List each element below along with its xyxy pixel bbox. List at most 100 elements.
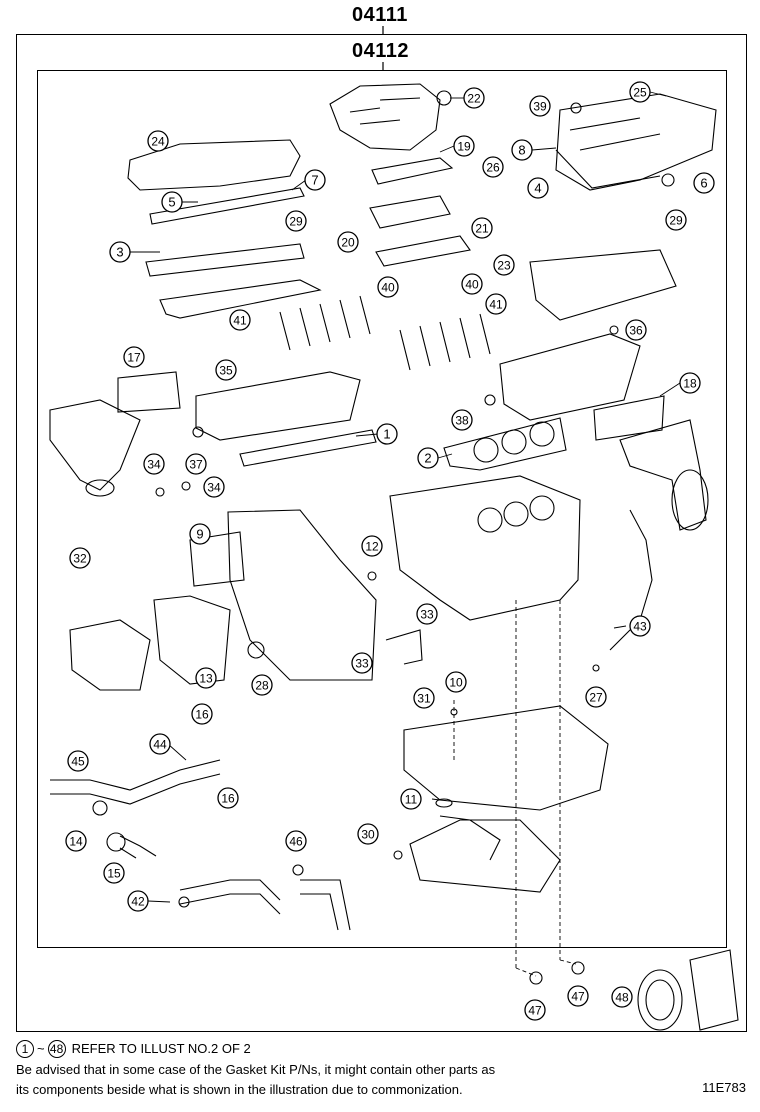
callout-11: 11	[400, 788, 422, 810]
outer-kit-code: 04111	[352, 4, 408, 26]
callout-12: 12	[361, 535, 383, 557]
callout-number: 1	[383, 427, 390, 442]
callout-circle	[149, 733, 171, 755]
ref-text: REFER TO ILLUST NO.2 OF 2	[71, 1041, 251, 1056]
callout-number: 33	[420, 608, 434, 622]
callout-number: 17	[127, 351, 141, 365]
callout-number: 37	[189, 458, 203, 472]
callout-27: 27	[585, 686, 607, 708]
callout-16: 16	[217, 787, 239, 809]
callout-41: 41	[485, 293, 507, 315]
callout-circle	[147, 130, 169, 152]
callout-circle	[413, 687, 435, 709]
callout-25: 25	[629, 81, 651, 103]
callout-circle	[629, 615, 651, 637]
callout-circle	[203, 476, 225, 498]
callout-number: 6	[700, 176, 707, 191]
callout-number: 7	[311, 173, 318, 188]
callout-36: 36	[625, 319, 647, 341]
callout-circle	[417, 447, 439, 469]
callout-16: 16	[191, 703, 213, 725]
callout-number: 14	[69, 835, 83, 849]
callout-circle	[529, 95, 551, 117]
callout-circle	[337, 231, 359, 253]
callout-number: 23	[497, 259, 511, 273]
callout-number: 3	[116, 245, 123, 260]
callout-circle	[461, 273, 483, 295]
callout-34: 34	[143, 453, 165, 475]
callout-circle	[585, 686, 607, 708]
callout-circle	[143, 453, 165, 475]
callout-number: 40	[465, 278, 479, 292]
callout-number: 40	[381, 281, 395, 295]
callout-circle	[511, 139, 533, 161]
callout-circle	[445, 671, 467, 693]
callout-circle	[493, 254, 515, 276]
callout-circle	[527, 177, 549, 199]
callout-circle	[103, 862, 125, 884]
part-outlines	[49, 83, 739, 1031]
callout-circle	[453, 135, 475, 157]
callout-circle	[285, 830, 307, 852]
callout-number: 29	[669, 214, 683, 228]
ref-start-callout: 1	[16, 1040, 34, 1058]
callout-circle	[109, 241, 131, 263]
callout-33: 33	[351, 652, 373, 674]
callout-circle	[215, 359, 237, 381]
callout-number: 2	[424, 451, 431, 466]
callout-number: 32	[73, 552, 87, 566]
callout-circle	[629, 81, 651, 103]
callout-circle	[471, 217, 493, 239]
callout-circle	[185, 453, 207, 475]
callout-21: 21	[471, 217, 493, 239]
callout-47: 47	[567, 985, 589, 1007]
callout-20: 20	[337, 231, 359, 253]
callout-13: 13	[195, 667, 217, 689]
callout-22: 22	[463, 87, 485, 109]
callout-number: 12	[365, 540, 379, 554]
callout-7: 7	[304, 169, 326, 191]
illustration-id: 11E783	[702, 1080, 746, 1095]
callout-2: 2	[417, 447, 439, 469]
callout-number: 30	[361, 828, 375, 842]
callout-number: 48	[615, 991, 629, 1005]
callout-number: 5	[168, 195, 175, 210]
callout-number: 47	[528, 1004, 542, 1018]
callout-circle	[524, 999, 546, 1021]
callout-circle	[229, 309, 251, 331]
inner-kit-frame	[37, 70, 727, 948]
callout-circle	[485, 293, 507, 315]
callout-number: 35	[219, 364, 233, 378]
callout-44: 44	[149, 733, 171, 755]
callout-circle	[463, 87, 485, 109]
callout-number: 36	[629, 324, 643, 338]
callout-number: 38	[455, 414, 469, 428]
callout-14: 14	[65, 830, 87, 852]
callout-circle	[693, 172, 715, 194]
reference-line: 1 ~ 48 REFER TO ILLUST NO.2 OF 2	[16, 1040, 251, 1058]
drop-lines	[453, 600, 577, 977]
callout-37: 37	[185, 453, 207, 475]
callout-45: 45	[67, 750, 89, 772]
callout-number: 39	[533, 100, 547, 114]
callout-number: 16	[195, 708, 209, 722]
callout-number: 41	[233, 314, 247, 328]
callout-17: 17	[123, 346, 145, 368]
callout-35: 35	[215, 359, 237, 381]
callout-number: 13	[199, 672, 213, 686]
callout-number: 42	[131, 895, 145, 909]
callout-number: 4	[534, 181, 541, 196]
callout-number: 27	[589, 691, 603, 705]
callout-circle	[217, 787, 239, 809]
callout-circle	[65, 830, 87, 852]
callout-15: 15	[103, 862, 125, 884]
callout-number: 18	[683, 377, 697, 391]
callout-46: 46	[285, 830, 307, 852]
callout-26: 26	[482, 156, 504, 178]
callout-circle	[361, 535, 383, 557]
callout-8: 8	[511, 139, 533, 161]
callout-circle	[285, 210, 307, 232]
callout-28: 28	[251, 674, 273, 696]
callout-circle	[69, 547, 91, 569]
